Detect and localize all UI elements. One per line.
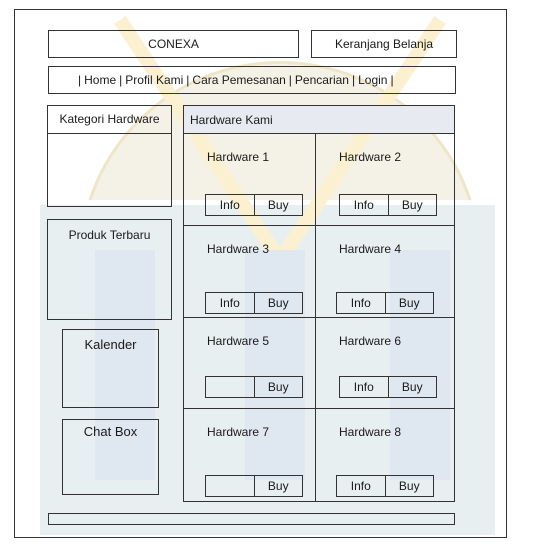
nav-item-home[interactable]: Home [84, 73, 117, 87]
product-name: Hardware 2 [339, 150, 402, 164]
product-name: Hardware 7 [207, 425, 270, 439]
produk-terbaru-panel: Produk Terbaru [47, 219, 172, 320]
buy-button[interactable]: Buy [253, 195, 303, 215]
product-name: Hardware 1 [207, 150, 270, 164]
product-name: Hardware 4 [339, 242, 402, 256]
buy-button[interactable]: Buy [253, 293, 303, 313]
product-card: Hardware 2 Info Buy [315, 133, 455, 226]
info-button[interactable]: Info [350, 296, 371, 310]
product-name: Hardware 5 [207, 334, 270, 348]
buy-button[interactable]: Buy [253, 476, 303, 496]
chat-box-title: Chat Box [83, 424, 138, 439]
footer-bar [48, 513, 455, 525]
buy-button[interactable]: Buy [387, 195, 437, 215]
buy-button[interactable]: Buy [253, 377, 303, 397]
product-name: Hardware 3 [207, 242, 270, 256]
nav-item-cara-pemesanan[interactable]: Cara Pemesanan [192, 73, 286, 87]
product-card: Hardware 4 Info Buy [315, 225, 455, 318]
kategori-title: Kategori Hardware [59, 112, 160, 126]
product-card: Hardware 5 Buy [183, 317, 316, 409]
product-card: Hardware 6 Info Buy [315, 317, 455, 409]
info-button[interactable]: Info [350, 479, 371, 493]
product-card: Hardware 7 Buy [183, 408, 316, 502]
info-button[interactable]: Info [219, 198, 240, 212]
chat-box-panel: Chat Box [62, 419, 159, 495]
main-header: Hardware Kami [183, 105, 455, 134]
product-name: Hardware 8 [339, 425, 402, 439]
nav-item-pencarian[interactable]: Pencarian [294, 73, 349, 87]
main-title: Hardware Kami [190, 113, 273, 127]
product-card: Hardware 3 Info Buy [183, 225, 316, 318]
produk-terbaru-title: Produk Terbaru [68, 228, 151, 242]
nav-item-login[interactable]: Login [358, 73, 388, 87]
kategori-panel: Kategori Hardware [47, 105, 172, 207]
buy-button[interactable]: Buy [384, 293, 434, 313]
page-frame [14, 9, 507, 538]
info-button[interactable]: Info [353, 380, 374, 394]
info-button[interactable] [206, 476, 254, 496]
buy-button[interactable]: Buy [384, 476, 434, 496]
info-button[interactable] [206, 377, 254, 397]
site-logo[interactable]: CONEXA [48, 30, 299, 58]
product-card: Hardware 8 Info Buy [315, 408, 455, 502]
cart-button[interactable]: Keranjang Belanja [311, 30, 457, 58]
kalender-title: Kalender [84, 337, 137, 352]
info-button[interactable]: Info [219, 296, 240, 310]
product-name: Hardware 6 [339, 334, 402, 348]
cart-label: Keranjang Belanja [334, 37, 434, 51]
site-name: CONEXA [148, 37, 199, 51]
nav-item-profil[interactable]: Profil Kami [125, 73, 184, 87]
info-button[interactable]: Info [353, 198, 374, 212]
nav-bar: | Home | Profil Kami | Cara Pemesanan | … [48, 66, 456, 94]
buy-button[interactable]: Buy [387, 377, 437, 397]
product-card: Hardware 1 Info Buy [183, 133, 316, 226]
kalender-panel: Kalender [62, 329, 159, 408]
